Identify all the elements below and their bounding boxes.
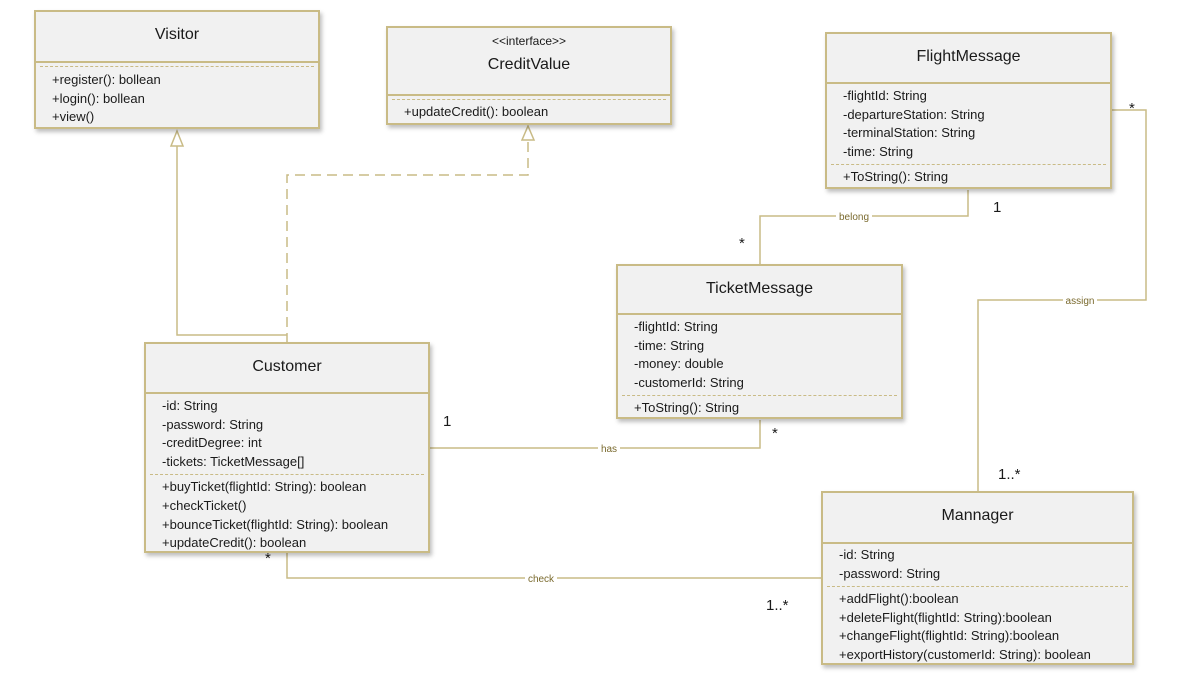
mult-has-ticket: * [772,425,778,442]
attribute: -creditDegree: int [162,435,262,451]
operation: +bounceTicket(flightId: String): boolean [162,516,389,532]
realization-line-customer-creditvalue [286,140,529,343]
class-visitor-name: Visitor [154,26,200,43]
association-line-assign [977,109,1147,492]
class-mannager-operations: +addFlight():boolean +deleteFlight(fligh… [823,590,1132,664]
class-creditvalue-operations: +updateCredit(): boolean [388,103,670,122]
class-ticketmessage[interactable]: TicketMessage -flightId: String -time: S… [616,264,903,419]
attribute: -terminalStation: String [843,125,976,141]
operation: +view() [52,109,95,125]
mult-belong-flight: 1 [993,199,1002,216]
class-creditvalue-stereotype: <<interface>> [491,34,567,48]
attribute: -customerId: String [634,374,744,390]
class-creditvalue-header: <<interface>> CreditValue [388,28,670,96]
class-customer-operations: +buyTicket(flightId: String): boolean +c… [146,478,428,552]
mult-belong-ticket: * [739,235,745,252]
attribute: -time: String [634,337,705,353]
assoc-label-belong: belong [839,212,869,223]
association-line-check [286,553,822,579]
section-divider [392,99,666,100]
realization-arrowhead-creditvalue [520,124,536,141]
mult-check-manager: 1..* [766,597,789,614]
section-divider [40,66,314,67]
operation: +register(): bollean [52,72,161,87]
class-ticketmessage-header: TicketMessage [618,266,901,315]
class-ticketmessage-name: TicketMessage [706,280,813,297]
class-ticketmessage-attributes: -flightId: String -time: String -money: … [618,315,901,392]
section-divider [827,586,1128,588]
association-line-has [430,420,761,449]
attribute: -departureStation: String [843,106,985,122]
section-divider [150,474,424,476]
attribute: -password: String [839,565,941,581]
operation: +login(): bollean [52,90,145,106]
mult-has-customer: 1 [443,413,452,430]
association-line-belong [759,190,969,265]
attribute: -time: String [843,143,914,159]
class-flightmessage-name: FlightMessage [916,48,1021,65]
attribute: -password: String [162,416,264,432]
class-mannager-header: Mannager [823,493,1132,544]
class-ticketmessage-operations: +ToString(): String [618,399,901,418]
assoc-label-assign: assign [1066,296,1095,307]
attribute: -tickets: TicketMessage[] [162,453,305,469]
generalization-line-customer-visitor [176,146,287,336]
mult-check-customer: * [265,550,271,567]
class-customer-header: Customer [146,344,428,394]
class-creditvalue-name: CreditValue [487,56,571,73]
attribute: -id: String [162,398,218,413]
operation: +exportHistory(customerId: String): bool… [839,646,1091,662]
operation: +changeFlight(flightId: String):boolean [839,628,1060,644]
class-visitor-operations: +register(): bollean +login(): bollean +… [36,70,318,127]
operation: +ToString(): String [843,169,949,185]
section-divider [831,164,1106,166]
attribute: -money: double [634,356,724,372]
operation: +updateCredit(): boolean [162,535,307,551]
class-mannager[interactable]: Mannager -id: String -password: String +… [821,491,1134,665]
class-flightmessage-operations: +ToString(): String [827,168,1110,187]
assoc-label-has: has [601,444,617,455]
operation: +checkTicket() [162,497,247,513]
class-customer-name: Customer [252,358,322,375]
class-mannager-attributes: -id: String -password: String [823,544,1132,583]
attribute: -id: String [839,547,895,562]
class-flightmessage-header: FlightMessage [827,34,1110,84]
class-flightmessage[interactable]: FlightMessage -flightId: String -departu… [825,32,1112,189]
class-visitor-header: Visitor [36,12,318,63]
generalization-arrowhead-visitor [169,128,185,147]
operation: +buyTicket(flightId: String): boolean [162,479,367,495]
class-flightmessage-attributes: -flightId: String -departureStation: Str… [827,84,1110,161]
attribute: -flightId: String [634,319,718,334]
section-divider [622,395,897,397]
class-mannager-name: Mannager [941,507,1014,524]
mult-assign-manager: 1..* [998,466,1021,483]
attribute: -flightId: String [843,88,927,103]
operation: +ToString(): String [634,400,740,416]
operation: +addFlight():boolean [839,591,959,607]
assoc-label-check: check [528,574,555,585]
class-visitor[interactable]: Visitor +register(): bollean +login(): b… [34,10,320,129]
class-customer-attributes: -id: String -password: String -creditDeg… [146,394,428,471]
mult-assign-flight: * [1129,100,1135,117]
class-customer[interactable]: Customer -id: String -password: String -… [144,342,430,553]
operation: +deleteFlight(flightId: String):boolean [839,609,1052,625]
class-creditvalue[interactable]: <<interface>> CreditValue +updateCredit(… [386,26,672,125]
operation: +updateCredit(): boolean [404,104,549,119]
